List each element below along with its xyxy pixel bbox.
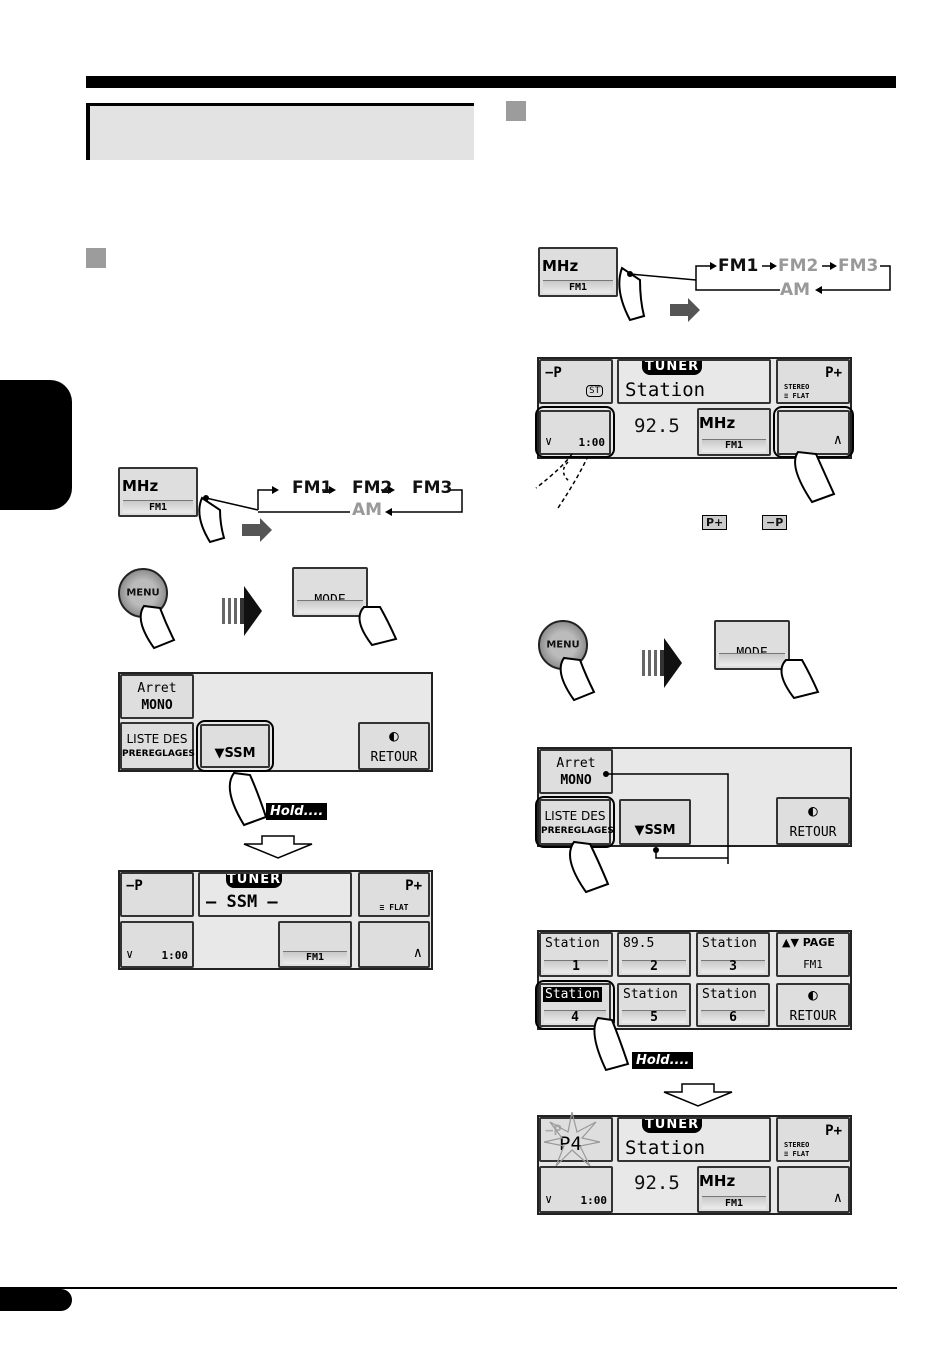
section-marker-right	[506, 101, 526, 121]
seek-up-button-right[interactable]: ∧	[777, 410, 850, 455]
flow-am: AM	[352, 500, 383, 520]
result-arrow-icon	[663, 1083, 733, 1107]
page-button[interactable]: ▲▼ PAGE FM1	[776, 932, 850, 977]
station-name-display: Station	[617, 359, 771, 404]
return-button[interactable]: ◐ RETOUR	[358, 722, 430, 770]
chevron-up-icon: ∧	[833, 432, 842, 448]
frequency-readout-final: 92.5	[634, 1172, 680, 1194]
chevron-up-icon: ∧	[833, 1190, 842, 1206]
hold-label: Hold....	[266, 803, 328, 820]
timer-icon: ◐	[808, 985, 818, 1004]
finger-icon	[139, 604, 176, 650]
ssm-button-right[interactable]: ▼SSM	[619, 799, 691, 845]
timer-icon: ◐	[808, 801, 818, 820]
preset-down-button-final[interactable]: −P P4	[539, 1117, 613, 1162]
preset-2-button[interactable]: 89.5 2	[617, 932, 691, 977]
finger-icon	[593, 1016, 630, 1072]
chevron-down-icon: ∨	[545, 1192, 553, 1206]
flow-fm2: FM2	[352, 478, 393, 498]
tuner-badge: TUNER	[642, 359, 702, 375]
tuner-badge: TUNER	[642, 1117, 702, 1133]
language-tab: FRANÇAIS	[0, 370, 117, 510]
flow-fm3-right: FM3	[838, 256, 879, 276]
finger-icon	[535, 453, 589, 509]
mono-button[interactable]: Arret MONO	[120, 674, 194, 719]
tuner-badge: TUNER	[226, 872, 282, 888]
flow-am-right: AM	[780, 280, 811, 300]
flow-fm1-right: FM1	[718, 256, 759, 276]
press-arrow-icon	[242, 518, 272, 542]
selection-highlight	[535, 406, 615, 458]
mode-button-right[interactable]: MODE	[714, 620, 790, 670]
finger-icon	[559, 656, 596, 702]
frequency-readout: 92.5	[634, 415, 680, 437]
finger-icon	[780, 659, 820, 700]
chevron-down-icon: ∨	[126, 947, 134, 961]
minus-p-inline-icon: −P	[762, 515, 788, 530]
finger-icon	[794, 450, 836, 504]
flow-fm1: FM1	[292, 478, 333, 498]
preset-6-button[interactable]: Station 6	[696, 983, 770, 1027]
next-step-arrow-icon	[642, 638, 682, 688]
band-flow-diagram-right	[618, 262, 891, 322]
preset-up-button[interactable]: P+ ≡ FLAT	[358, 872, 430, 917]
band-button-bevel	[123, 500, 193, 513]
mono-button-right[interactable]: Arret MONO	[539, 749, 613, 794]
band-button-right[interactable]: MHz FM1	[538, 247, 618, 297]
return-button-right[interactable]: ◐ RETOUR	[776, 797, 850, 845]
press-arrow-icon	[670, 298, 700, 322]
ssm-display: – SSM –	[198, 872, 352, 917]
seek-down-button[interactable]: ∨ 1:00	[120, 921, 194, 968]
flow-fm2-right: FM2	[778, 256, 819, 276]
preset-list-button[interactable]: LISTE DES PREREGLAGES	[120, 722, 195, 770]
band-button[interactable]: MHz FM1	[118, 467, 198, 517]
band-flow-diagram	[198, 486, 463, 544]
station-name-display-final: Station	[617, 1117, 771, 1162]
finger-icon	[228, 771, 268, 827]
preset-1-button[interactable]: Station 1	[539, 932, 613, 977]
section-title-box	[86, 103, 474, 160]
band-select-button-final[interactable]: MHz FM1	[697, 1166, 771, 1213]
seek-up-button[interactable]: ∧	[358, 921, 430, 968]
preset-3-button[interactable]: Station 3	[696, 932, 770, 977]
band-select-button[interactable]: FM1	[278, 921, 352, 968]
top-rule	[86, 76, 896, 88]
selection-highlight	[196, 720, 274, 772]
hold-label-right: Hold....	[632, 1052, 694, 1069]
chevron-up-icon: ∧	[413, 945, 422, 961]
finger-icon	[569, 840, 610, 894]
seek-down-button-final[interactable]: ∨ 1:00	[539, 1166, 613, 1213]
mode-button[interactable]: MODE	[292, 567, 368, 617]
ssm-button[interactable]: ▼SSM	[200, 724, 270, 768]
preset-number: P4	[559, 1133, 582, 1155]
finger-icon	[198, 496, 226, 544]
flash-burst-icon	[544, 1112, 600, 1167]
callout-lines	[603, 771, 729, 864]
finger-icon	[618, 266, 646, 322]
return-button-presets[interactable]: ◐ RETOUR	[776, 983, 850, 1027]
flow-fm3: FM3	[412, 478, 453, 498]
section-marker-left	[86, 248, 106, 268]
p-plus-inline-icon: P+	[702, 515, 728, 530]
preset-down-button[interactable]: −P	[120, 872, 194, 917]
result-arrow-icon	[243, 835, 313, 859]
finger-icon	[358, 606, 398, 647]
band-select-button-right[interactable]: MHz FM1	[697, 408, 771, 456]
seek-down-button-right[interactable]: ∨ 1:00	[539, 410, 611, 455]
preset-up-button-final[interactable]: P+ STEREO ≡ FLAT	[776, 1117, 850, 1162]
chevron-down-icon: ∨	[545, 434, 553, 448]
page-number-pill	[0, 1289, 72, 1311]
preset-up-button-right[interactable]: P+ STEREO ≡ FLAT	[776, 359, 850, 404]
seek-up-button-final[interactable]: ∧	[777, 1166, 850, 1213]
timer-icon: ◐	[389, 726, 399, 745]
selection-highlight	[535, 980, 615, 1030]
next-step-arrow-icon	[222, 586, 262, 636]
bottom-rule	[0, 1287, 897, 1289]
preset-5-button[interactable]: Station 5	[617, 983, 691, 1027]
preset-down-button-right[interactable]: −P ST	[539, 359, 613, 404]
